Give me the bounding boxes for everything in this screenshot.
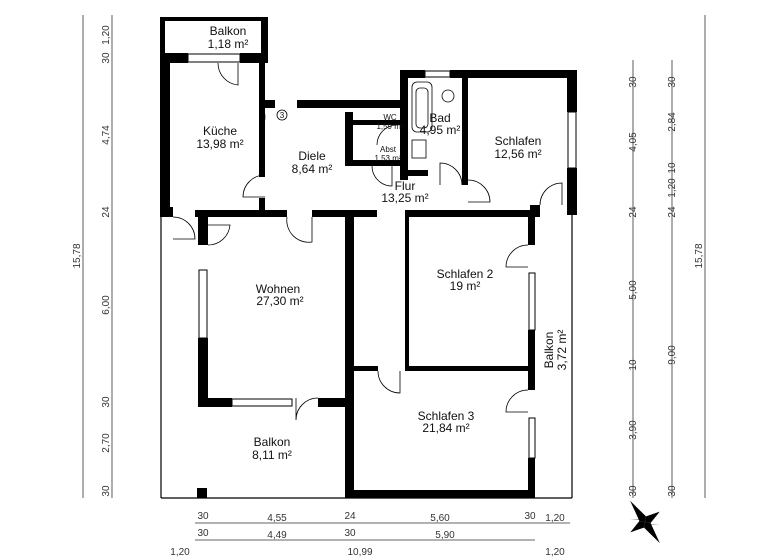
dim-left: 30 — [101, 396, 112, 408]
dim-left: 24 — [101, 206, 112, 218]
doors — [172, 62, 563, 421]
room-name-wohnen: Wohnen — [256, 282, 300, 296]
room-name-schlafen: Schlafen — [495, 134, 542, 148]
dim-bottom-3: 1,20 — [170, 547, 190, 558]
dim-left: 30 — [101, 485, 112, 497]
dim-right-2: 30 — [667, 76, 678, 88]
room-name-bad: Bad — [429, 111, 450, 125]
dim-right-2: 10 — [667, 162, 678, 174]
dim-bottom-2: 4,49 — [267, 530, 287, 541]
room-labels: Balkon 1,18 m² Küche 13,98 m² Diele 8,64… — [196, 24, 569, 462]
room-area-bad: 4,95 m² — [420, 123, 461, 137]
room-area-balkon-top: 1,18 m² — [208, 37, 249, 51]
dim-right-2: 24 — [667, 206, 678, 218]
dim-left: 4,74 — [101, 125, 112, 145]
dim-right-total: 15,78 — [694, 243, 705, 268]
dim-right-1: 24 — [628, 206, 639, 218]
dim-left: 30 — [101, 52, 112, 64]
dim-left: 6,00 — [101, 295, 112, 315]
dim-bottom-2: 30 — [197, 528, 209, 539]
dim-bottom-1: 30 — [197, 511, 209, 522]
compass-rose-icon — [629, 500, 661, 544]
dim-right-1: 4,05 — [628, 132, 639, 152]
room-area-schlafen: 12,56 m² — [494, 147, 541, 161]
dim-right-1: 30 — [628, 485, 639, 497]
dim-bottom-1: 1,20 — [545, 513, 565, 524]
dim-right-2: 1,20 — [667, 178, 678, 198]
room-name-schlafen3: Schlafen 3 — [418, 409, 475, 423]
room-area-balkon-bottom: 8,11 m² — [252, 448, 292, 462]
windows — [187, 53, 577, 459]
marker-circle — [276, 109, 288, 121]
room-area-schlafen2: 19 m² — [450, 279, 481, 293]
dim-bottom-3: 10,99 — [347, 547, 372, 558]
bathroom-fixtures — [411, 81, 455, 159]
room-area-wohnen: 27,30 m² — [256, 294, 303, 308]
dim-left-total: 15,78 — [72, 243, 83, 268]
dim-bottom-1: 4,55 — [267, 513, 287, 524]
room-area-balkon-right: 3,72 m² — [555, 330, 569, 371]
walls — [160, 17, 577, 498]
dimension-labels: 15,78 1,20 30 4,74 24 6,00 30 2,70 30 30… — [72, 25, 705, 558]
dim-bottom-1: 30 — [524, 511, 536, 522]
dim-bottom-1: 24 — [344, 511, 356, 522]
room-name-flur: Flur — [395, 179, 416, 193]
room-area-wc: 1,59 m² — [376, 122, 403, 131]
dim-right-1: 5,00 — [628, 280, 639, 300]
dim-bottom-2: 5,90 — [435, 530, 455, 541]
dim-right-1: 30 — [628, 76, 639, 88]
room-area-flur: 13,25 m² — [381, 191, 428, 205]
dim-left: 1,20 — [101, 25, 112, 45]
dim-left: 2,70 — [101, 433, 112, 453]
room-name-diele: Diele — [298, 149, 326, 163]
room-area-kueche: 13,98 m² — [196, 137, 243, 151]
dim-right-2: 30 — [667, 485, 678, 497]
dim-right-1: 10 — [628, 359, 639, 371]
dim-right-1: 3,90 — [628, 420, 639, 440]
room-area-diele: 8,64 m² — [292, 162, 333, 176]
room-area-schlafen3: 21,84 m² — [422, 421, 469, 435]
dimension-lines — [82, 15, 706, 541]
dim-right-2: 2,84 — [667, 112, 678, 132]
room-name-wc: WC — [383, 113, 397, 122]
room-area-abst: 1,53 m² — [374, 154, 401, 163]
dim-bottom-1: 5,60 — [430, 513, 450, 524]
room-name-kueche: Küche — [203, 124, 237, 138]
room-name-balkon-top: Balkon — [210, 24, 247, 38]
dim-right-2: 9,00 — [667, 345, 678, 365]
room-name-abst: Abst — [380, 145, 397, 154]
dim-bottom-3: 1,20 — [545, 547, 565, 558]
marker-label: 3 — [280, 111, 285, 120]
dim-bottom-2: 30 — [344, 528, 356, 539]
room-name-balkon-bottom: Balkon — [254, 435, 291, 449]
room-name-balkon-right: Balkon — [542, 332, 556, 369]
room-name-schlafen2: Schlafen 2 — [437, 267, 494, 281]
